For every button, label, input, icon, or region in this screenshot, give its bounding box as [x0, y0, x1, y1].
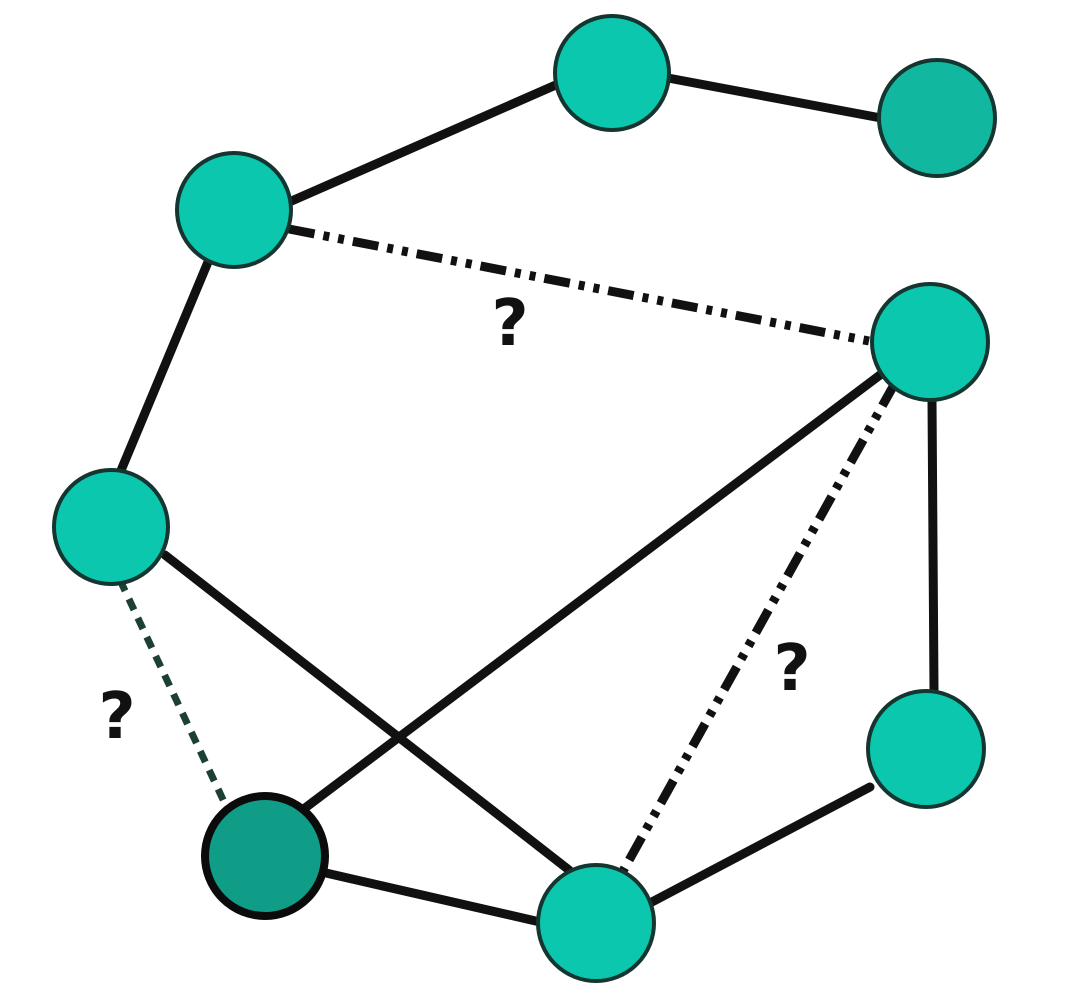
edge-n1-n2: [282, 79, 563, 208]
edge-n2-n3: [663, 73, 886, 123]
node-n6: [866, 689, 986, 809]
edge-n7-n8: [321, 868, 545, 927]
edge-n8-n6: [645, 782, 875, 908]
node-n1: [175, 151, 293, 269]
edge-n5-n6: [927, 395, 939, 695]
question-mark-label: ?: [491, 287, 528, 361]
edge-n1-n4: [112, 257, 213, 485]
edge-n5-n7: [300, 370, 885, 813]
node-n8: [536, 863, 656, 983]
question-mark-label: ?: [98, 680, 135, 754]
node-n2: [553, 14, 671, 132]
node-n5: [870, 282, 990, 402]
edge-n5-n8-uncertain: [614, 380, 899, 883]
node-n3: [877, 58, 997, 178]
edge-n1-n5-uncertain: [288, 224, 870, 346]
edge-n4-n8: [160, 550, 574, 875]
node-n4: [52, 468, 170, 586]
question-mark-label: ?: [773, 632, 810, 706]
node-n7: [201, 792, 329, 920]
edge-n4-n7-uncertain: [116, 578, 230, 808]
